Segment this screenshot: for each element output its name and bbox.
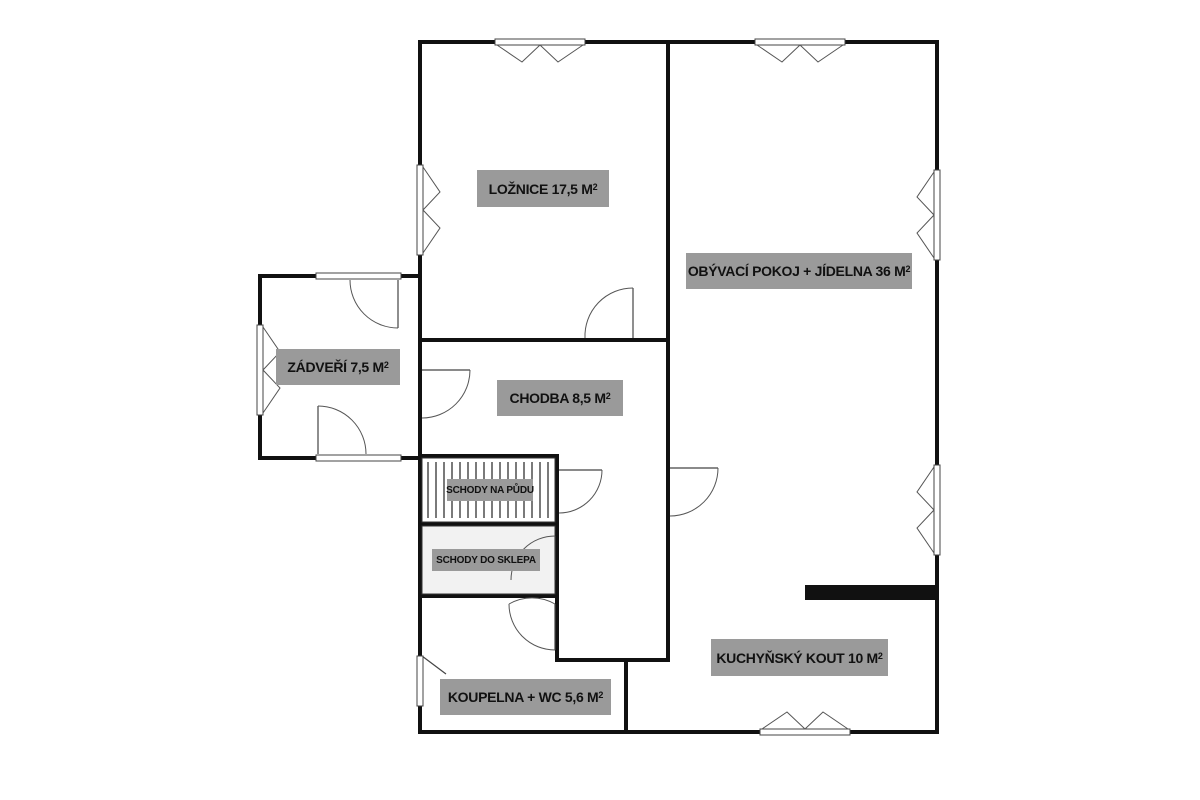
room-label-schody-na-pudu: SCHODY NA PŮDU (446, 479, 534, 501)
room-name: OBÝVACÍ POKOJ + JÍDELNA 36 M (687, 263, 906, 279)
windows (256, 38, 941, 736)
doors (317, 279, 719, 707)
room-name: KOUPELNA + WC 5,6 M (447, 689, 599, 705)
kitchen-counter (805, 585, 935, 600)
area-unit-superscript: 2 (598, 690, 604, 700)
room-name: KUCHYŇSKÝ KOUT 10 M (716, 649, 878, 666)
room-label-schody-do-sklepa: SCHODY DO SKLEPA (432, 549, 540, 571)
area-unit-superscript: 2 (383, 360, 389, 370)
area-unit-superscript: 2 (877, 650, 883, 661)
area-unit-superscript: 2 (592, 181, 598, 192)
area-unit-superscript: 2 (605, 391, 611, 401)
area-unit-superscript: 2 (905, 264, 911, 274)
room-name: CHODBA 8,5 M (509, 390, 607, 406)
room-name: ZÁDVEŘÍ 7,5 M (287, 359, 384, 375)
walls (258, 40, 939, 734)
room-name: SCHODY NA PŮDU (446, 484, 534, 496)
room-name: LOŽNICE 17,5 M (488, 180, 593, 197)
room-name: SCHODY DO SKLEPA (436, 554, 536, 566)
